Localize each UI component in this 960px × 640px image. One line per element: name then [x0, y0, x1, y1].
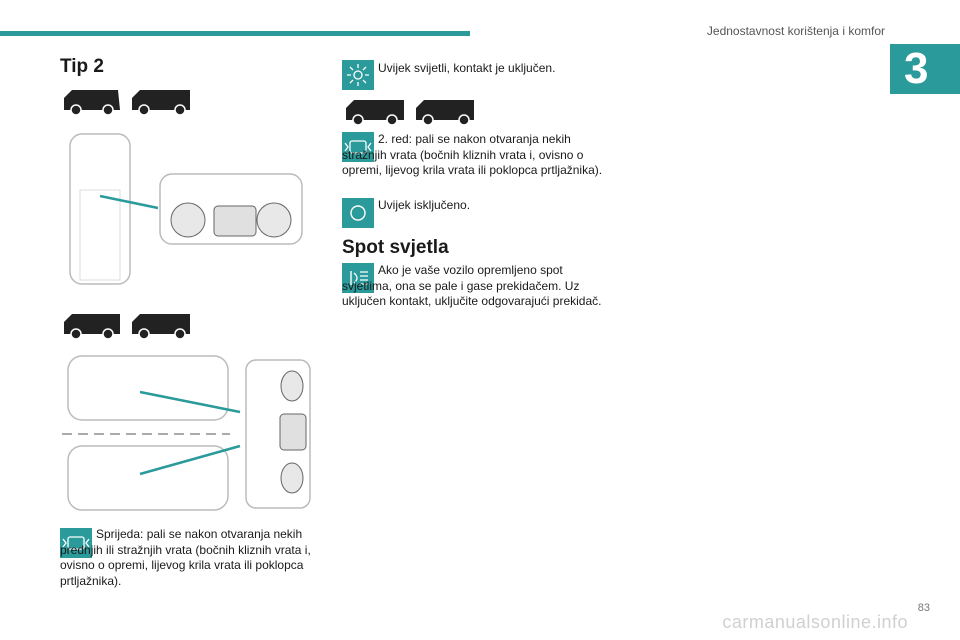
page-number: 83 — [917, 602, 930, 614]
spot-lights-heading: Spot svjetla — [342, 237, 449, 258]
spot-beam-icon — [342, 263, 374, 293]
sun-light-icon — [342, 60, 374, 90]
tip-heading: Tip 2 — [60, 56, 104, 77]
second-row-door-light-icon — [342, 132, 374, 162]
off-circle-icon — [342, 198, 374, 228]
interior-light-diagram-short — [69, 133, 303, 285]
vehicle-silhouettes-short — [64, 90, 190, 116]
chapter-badge: 3 — [890, 44, 960, 94]
interior-light-diagram-long — [62, 355, 311, 511]
always-on-description: Uvijek svijetli, kontakt je uključen. — [378, 61, 556, 75]
front-light-description: Sprijeda: pali se nakon otvaranja nekih … — [60, 527, 311, 588]
spot-lights-description: Ako je vaše vozilo opremljeno spot svjet… — [342, 263, 602, 308]
door-light-icon — [60, 528, 92, 558]
watermark: carmanualsonline.info — [722, 612, 908, 632]
header-accent-bar — [0, 31, 470, 36]
section-title: Jednostavnost korištenja i komfor — [706, 24, 885, 38]
vehicle-silhouettes-long — [64, 314, 190, 340]
vehicle-silhouettes-second-row — [346, 100, 474, 126]
always-off-description: Uvijek isključeno. — [378, 198, 471, 212]
second-row-description: 2. red: pali se nakon otvaranja nekih st… — [342, 132, 603, 177]
